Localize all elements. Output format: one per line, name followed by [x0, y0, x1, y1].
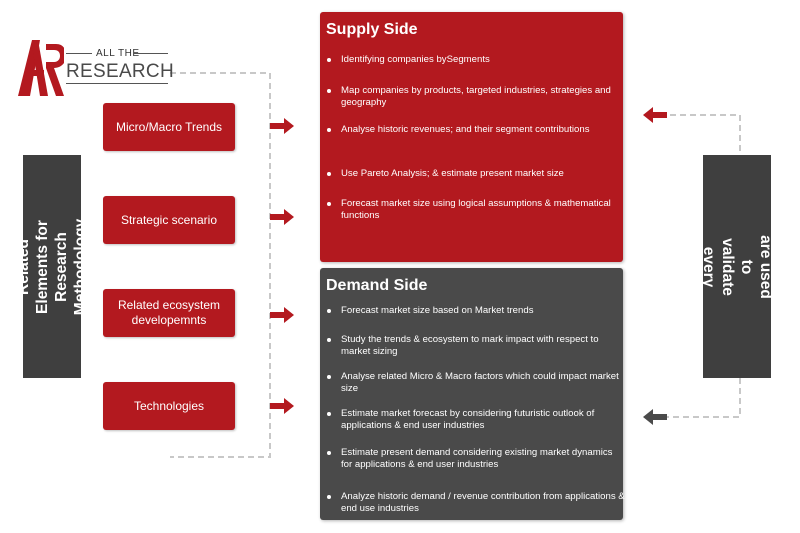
logo-wordmark: RESEARCH [66, 61, 174, 84]
arrow-right-icon [270, 209, 294, 225]
list-item: Estimate market forecast by considering … [326, 408, 626, 432]
list-item: Analyse related Micro & Macro factors wh… [326, 371, 626, 395]
related-elements-label: Related Elements for Research Methodolog… [15, 218, 89, 315]
bullet-icon [327, 128, 331, 132]
bullet-icon [327, 375, 331, 379]
logo-rule-left [66, 53, 92, 54]
related-elements-label-box: Related Elements for Research Methodolog… [15, 155, 89, 378]
bullet-icon [327, 495, 331, 499]
list-item-text: Analyze historic demand / revenue contri… [341, 491, 625, 514]
arrow-right-icon [270, 118, 294, 134]
bullet-icon [327, 338, 331, 342]
bullet-icon [327, 451, 331, 455]
list-item: Analyze historic demand / revenue contri… [326, 491, 626, 515]
demand-side-panel: Demand Side Forecast market size based o… [320, 268, 626, 520]
primary-interviews-label: Primary interviews are used to validate … [662, 228, 800, 305]
list-item: Study the trends & ecosystem to mark imp… [326, 334, 626, 358]
arrow-right-icon [270, 307, 294, 323]
element-micro-macro-trends: Micro/Macro Trends [103, 103, 235, 151]
list-item-text: Estimate market forecast by considering … [341, 408, 595, 431]
arrow-left-icon [643, 409, 667, 425]
arrow-right-icon [270, 398, 294, 414]
logo-tagline: ALL THE [96, 48, 140, 59]
list-item-text: Analyse related Micro & Macro factors wh… [341, 371, 619, 394]
bullet-icon [327, 172, 331, 176]
primary-interviews-label-box: Primary interviews are used to validate … [662, 155, 800, 378]
element-related-ecosystem: Related ecosystem developemnts [103, 289, 235, 337]
supply-side-panel: Supply Side Identifying companies bySegm… [320, 12, 623, 262]
list-item: Forecast market size based on Market tre… [326, 305, 626, 317]
list-item: Forecast market size using logical assum… [326, 198, 626, 222]
list-item-text: Study the trends & ecosystem to mark imp… [341, 334, 599, 357]
list-item: Identifying companies bySegments [326, 54, 626, 66]
supply-side-title: Supply Side [326, 21, 418, 38]
list-item-text: Estimate present demand considering exis… [341, 447, 613, 470]
logo-rule-right [134, 53, 168, 54]
element-technologies: Technologies [103, 382, 235, 430]
arrow-left-icon [643, 107, 667, 123]
list-item-text: Map companies by products, targeted indu… [341, 85, 611, 108]
list-item: Map companies by products, targeted indu… [326, 85, 626, 109]
list-item-text: Forecast market size using logical assum… [341, 198, 611, 221]
list-item-text: Use Pareto Analysis; & estimate present … [341, 168, 564, 179]
logo-mark [18, 40, 64, 96]
list-item-text: Identifying companies bySegments [341, 54, 490, 65]
demand-side-title: Demand Side [326, 277, 428, 294]
bullet-icon [327, 412, 331, 416]
list-item: Analyse historic revenues; and their seg… [326, 124, 626, 136]
bullet-icon [327, 309, 331, 313]
bullet-icon [327, 202, 331, 206]
list-item: Estimate present demand considering exis… [326, 447, 626, 471]
list-item-text: Analyse historic revenues; and their seg… [341, 124, 590, 135]
list-item-text: Forecast market size based on Market tre… [341, 305, 534, 316]
bullet-icon [327, 89, 331, 93]
element-strategic-scenario: Strategic scenario [103, 196, 235, 244]
bullet-icon [327, 58, 331, 62]
list-item: Use Pareto Analysis; & estimate present … [326, 168, 626, 180]
